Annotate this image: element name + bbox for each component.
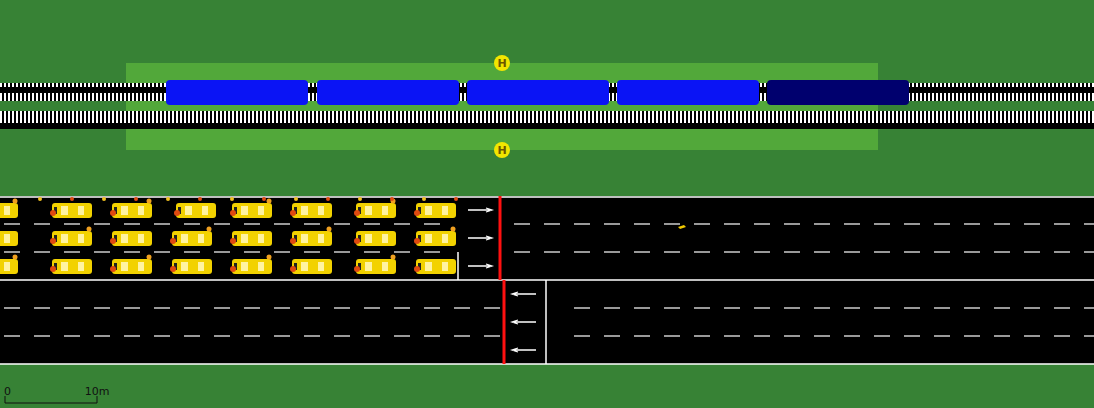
vehicle bbox=[678, 225, 686, 229]
stop-letter: H bbox=[497, 58, 506, 69]
road-divider bbox=[0, 279, 1094, 281]
lane-end bbox=[457, 252, 459, 280]
train-car bbox=[166, 80, 308, 105]
lane-end bbox=[545, 280, 547, 364]
train bbox=[166, 80, 909, 105]
train-car bbox=[617, 80, 759, 105]
train-car bbox=[467, 80, 609, 105]
lane-arrows bbox=[468, 208, 536, 352]
scale-label: 10m bbox=[85, 386, 110, 397]
train-locomotive bbox=[767, 80, 909, 105]
stop-letter: H bbox=[497, 145, 506, 156]
stop-sign: H bbox=[494, 55, 510, 71]
platform bbox=[126, 63, 878, 150]
road bbox=[0, 196, 1094, 364]
train-car bbox=[317, 80, 459, 105]
stop-sign: H bbox=[494, 142, 510, 158]
scale-bar bbox=[5, 396, 97, 403]
stop-line bbox=[503, 280, 506, 364]
scale-label: 0 bbox=[4, 386, 11, 397]
vehicles bbox=[0, 197, 458, 274]
road-edge bbox=[0, 196, 1094, 198]
rail-track bbox=[0, 111, 1094, 129]
lane-markings bbox=[4, 224, 1094, 336]
stop-line bbox=[499, 196, 502, 280]
road-edge bbox=[0, 363, 1094, 365]
